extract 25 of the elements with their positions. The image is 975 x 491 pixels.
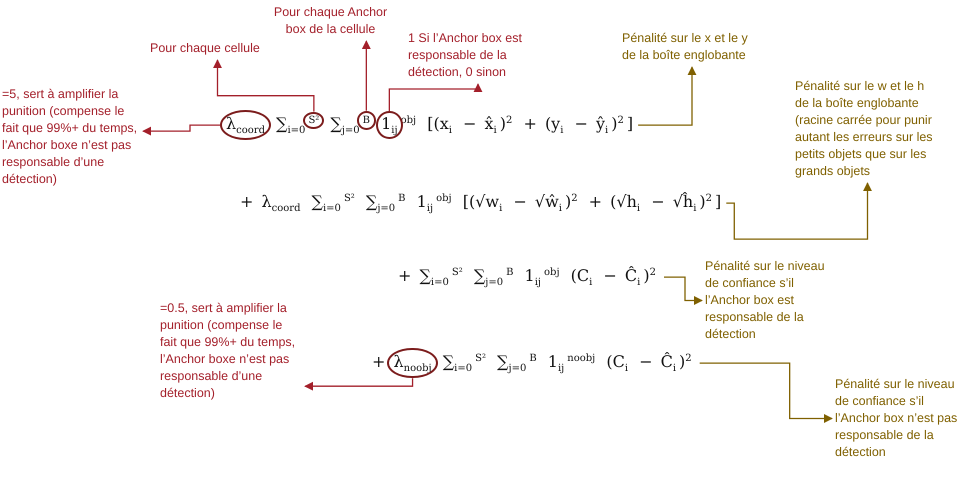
annotation-text: Pénalité sur le x et le y de la boîte englobante [622,30,762,64]
highlight-ellipse [387,348,438,378]
annotation-text: Pénalité sur le w et le h de la boîte englobante (racine carrée pour punir autant les erreurs sur les petits objets que sur les grands objets [795,78,940,180]
annotation-text: Pénalité sur le niveau de confiance s’il l’Anchor box est responsable de la détection [705,258,835,343]
annotation-text: Pour chaque cellule [150,40,285,57]
leader-line [304,378,414,391]
highlight-ellipse [220,110,271,140]
leader-line [700,362,833,423]
annotation-text: =5, sert à amplifier la punition (compense le fait que 99%+ du temps, l’Anchor boxe n’est pas responsable d’une détection) [2,86,140,188]
formula-line: + λ$_{noobj}$ ∑$_{i=0}$$^{S²}$ ∑$_{j=0}$$^{B}$ 1$_{ij}$$^{noobj}$ (C$_{i}$ − Ĉ$_{i}$)$^{2}$ [372,352,695,374]
annotation-text: Pour chaque Anchor box de la cellule [268,4,393,38]
leader-line [362,40,371,111]
formula-line: + λ$_{coord}$ ∑$_{i=0}$$^{S²}$ ∑$_{j=0}$$^{B}$ 1$_{ij}$$^{obj}$ [(√w$_{i}$ − √ŵ$_{i}$)$^{2}$ + (√h$_{i}$ − √ĥ$_{i}$)$^{2}$] [240,192,722,214]
leader-line [726,182,872,240]
annotation-text: 1 Si l’Anchor box est responsable de la détection, 0 sinon [408,30,548,81]
leader-line [142,124,220,136]
leader-line [664,276,703,305]
leader-line [638,66,696,126]
highlight-ellipse [376,111,403,140]
annotation-text: Pénalité sur le niveau de confiance s’il l’Anchor box n’est pas responsable de la détection [835,376,965,461]
annotation-text: =0.5, sert à amplifier la punition (compense le fait que 99%+ du temps, l’Anchor boxe n’est pas responsable d’une détection) [160,300,302,402]
highlight-ellipse [303,112,324,129]
leader-line [388,83,482,111]
leader-line [213,59,315,112]
formula-line: + ∑$_{i=0}$$^{S²}$ ∑$_{j=0}$$^{B}$ 1$_{ij}$$^{obj}$ (C$_{i}$ − Ĉ$_{i}$)$^{2}$ [398,266,659,288]
